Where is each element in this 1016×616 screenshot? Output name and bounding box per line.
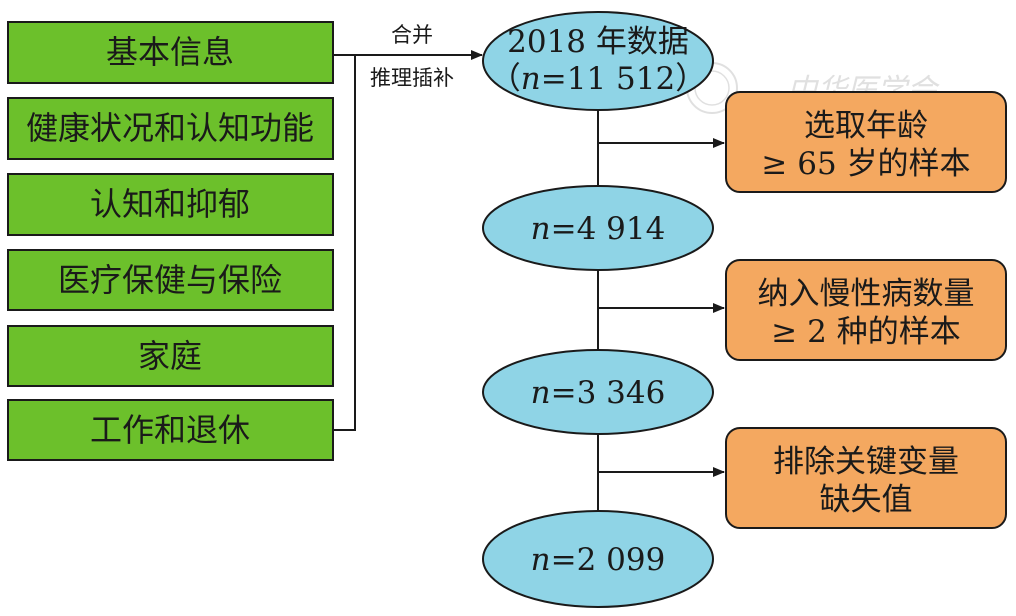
source-box-family: 家庭: [7, 325, 334, 387]
filter-box-line2: ≥ 65 岁的样本: [761, 146, 970, 182]
source-box-healthcare-insurance: 医疗保健与保险: [7, 249, 334, 311]
sample-node-count: n=2 099: [531, 542, 666, 578]
source-box-label: 医疗保健与保险: [58, 261, 282, 299]
merge-top-label: 合并: [391, 23, 433, 47]
merge-connector: 合并 推理插补: [333, 23, 483, 431]
source-box-label: 认知和抑郁: [90, 185, 250, 223]
filter-box-chronic-disease: 纳入慢性病数量 ≥ 2 种的样本: [725, 259, 1007, 361]
source-box-basic-info: 基本信息: [7, 21, 334, 84]
filter-box-line2: 缺失值: [820, 482, 913, 518]
source-box-label: 工作和退休: [90, 411, 250, 449]
source-box-work-retirement: 工作和退休: [7, 399, 334, 461]
filter-box-line2: ≥ 2 种的样本: [771, 314, 960, 350]
sample-node-count: n=3 346: [531, 375, 666, 411]
sample-nodes: 2018 年数据 （n=11 512） n=4 914 n=3 346 n=2 …: [482, 11, 714, 608]
sample-node-2018-data: 2018 年数据 （n=11 512）: [482, 11, 714, 111]
source-box-label: 基本信息: [106, 33, 234, 71]
source-box-health-cognition: 健康状况和认知功能: [7, 97, 334, 160]
sample-node-final: n=2 099: [482, 510, 714, 608]
source-box-label: 家庭: [138, 337, 202, 375]
source-box-cognition-depression: 认知和抑郁: [7, 173, 334, 236]
sample-node-count: （n=11 512）: [490, 61, 706, 97]
sample-node-count: n=4 914: [531, 211, 666, 247]
filter-box-line1: 选取年龄: [804, 108, 928, 144]
filter-box-missing-values: 排除关键变量 缺失值: [725, 427, 1007, 529]
merge-bracket: [333, 55, 356, 431]
filter-box-line1: 排除关键变量: [773, 444, 959, 480]
sample-node-chronic-filtered: n=3 346: [482, 349, 714, 435]
source-box-label: 健康状况和认知功能: [26, 109, 314, 147]
filter-boxes: 选取年龄 ≥ 65 岁的样本 纳入慢性病数量 ≥ 2 种的样本 排除关键变量 缺…: [725, 91, 1007, 529]
merge-bottom-label: 推理插补: [370, 66, 454, 90]
source-boxes: 基本信息 健康状况和认知功能 认知和抑郁 医疗保健与保险 家庭 工作和退休: [7, 21, 334, 461]
sample-node-title: 2018 年数据: [507, 24, 689, 60]
filter-box-age: 选取年龄 ≥ 65 岁的样本: [725, 91, 1007, 193]
flow-connectors: [597, 110, 725, 511]
sample-node-age-filtered: n=4 914: [482, 185, 714, 271]
filter-box-line1: 纳入慢性病数量: [758, 276, 975, 312]
